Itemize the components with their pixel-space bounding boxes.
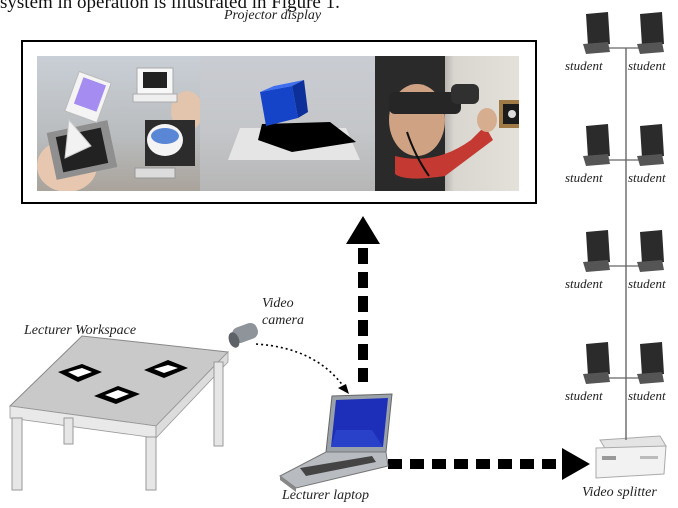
student-label: student: [565, 276, 603, 291]
student-row-2: [583, 124, 664, 166]
hmd-user-image: [375, 56, 519, 191]
student-label: student: [565, 170, 603, 185]
camera-to-laptop-link: [255, 343, 347, 391]
video-splitter-label: Video splitter: [582, 485, 657, 500]
video-splitter-icon: [595, 435, 667, 479]
laptop-to-splitter-arrow: [388, 448, 590, 480]
student-label: student: [628, 170, 666, 185]
ar-computer-models-image: [37, 56, 200, 191]
student-row-3: [583, 230, 664, 272]
lecturer-workspace-label: Lecturer Workspace: [24, 323, 137, 338]
student-label: student: [565, 388, 603, 403]
student-label: student: [628, 388, 666, 403]
laptop-icon: [279, 393, 393, 492]
student-label: student: [628, 276, 666, 291]
video-camera-icon: [228, 323, 258, 348]
projector-display-label: Projector display: [224, 8, 322, 23]
student-row-1: [583, 12, 664, 54]
lecturer-table: [8, 335, 230, 491]
video-camera-label-1: Video: [262, 296, 294, 311]
student-label: student: [565, 58, 603, 73]
projector-display-frame: [21, 40, 537, 204]
laptop-to-projector-arrow: [346, 216, 380, 382]
student-row-4: [583, 342, 664, 384]
lecturer-laptop-label: Lecturer laptop: [282, 488, 369, 503]
student-label: student: [628, 58, 666, 73]
ar-blue-cube-image: [200, 56, 375, 191]
figure-intro-text: system in operation is illustrated in Fi…: [0, 0, 340, 13]
video-camera-label-2: camera: [262, 313, 304, 328]
